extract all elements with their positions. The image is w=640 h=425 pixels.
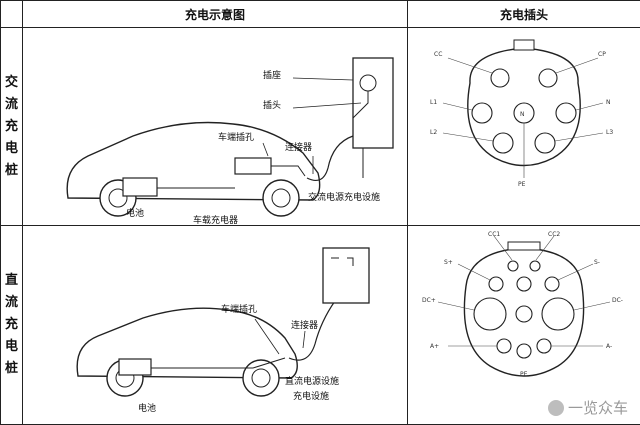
dc-plug-diagram: CC1 CC2 S+ S- DC+ DC- A+ A- PE 一览众车 [408, 226, 640, 425]
svg-text:L2: L2 [430, 129, 437, 136]
svg-text:CC: CC [434, 51, 442, 58]
ac-battery-box [123, 178, 157, 196]
dc-label-supply-2: 充电设施 [293, 390, 329, 402]
svg-text:S+: S+ [444, 259, 453, 266]
svg-text:CC2: CC2 [548, 231, 560, 238]
row-label-dc: 直流充电桩 [1, 226, 23, 425]
ac-label-car-port: 车端插孔 [218, 131, 254, 143]
corner-cell [1, 1, 23, 28]
svg-text:S-: S- [594, 259, 600, 266]
ac-plug-diagram: CC CP L1 N L2 L3 PE N [408, 28, 640, 226]
svg-text:PE: PE [520, 371, 528, 378]
ac-charger-box [235, 158, 271, 174]
svg-text:A+: A+ [430, 343, 439, 350]
ac-label-ac-supply: 交流电源充电设施 [308, 191, 380, 203]
svg-text:L3: L3 [606, 129, 613, 136]
dc-plug-face: CC1 CC2 S+ S- DC+ DC- A+ A- PE [408, 226, 640, 424]
ac-car-sketch: 插座 插头 车端插孔 连接器 电池 车载充电器 交流电源充电设施 [23, 28, 408, 225]
svg-text:A-: A- [606, 343, 612, 350]
ac-label-socket: 插座 [263, 69, 281, 81]
header-plug: 充电插头 [408, 1, 640, 28]
ac-label-connector: 连接器 [285, 141, 312, 153]
row-label-ac: 交流充电桩 [1, 28, 23, 226]
dc-label-car-port: 车端插孔 [221, 303, 257, 315]
svg-text:DC+: DC+ [422, 297, 436, 304]
svg-text:PE: PE [518, 181, 526, 188]
ac-charging-diagram: 插座 插头 车端插孔 连接器 电池 车载充电器 交流电源充电设施 [23, 28, 408, 226]
dc-label-supply-1: 直流电源设施 [285, 375, 339, 387]
svg-text:CP: CP [598, 51, 606, 58]
dc-car-sketch: 车端插孔 连接器 电池 直流电源设施 充电设施 [23, 226, 408, 424]
watermark: 一览众车 [548, 397, 628, 418]
watermark-logo-icon [548, 400, 564, 416]
svg-text:L1: L1 [430, 99, 437, 106]
header-diagram: 充电示意图 [23, 1, 408, 28]
dc-supply-cabinet [323, 248, 369, 303]
svg-text:CC1: CC1 [488, 231, 500, 238]
dc-label-connector: 连接器 [291, 319, 318, 331]
ac-label-plug: 插头 [263, 99, 281, 111]
ac-plug-face: CC CP L1 N L2 L3 PE N [408, 28, 640, 225]
svg-text:N: N [606, 99, 611, 106]
dc-battery-box [119, 359, 151, 375]
svg-text:N: N [520, 111, 525, 118]
svg-text:DC-: DC- [612, 297, 623, 304]
ac-label-battery: 电池 [126, 207, 144, 219]
dc-label-battery: 电池 [138, 402, 156, 414]
ac-label-onboard-charger: 车载充电器 [193, 214, 238, 225]
dc-charging-diagram: 车端插孔 连接器 电池 直流电源设施 充电设施 [23, 226, 408, 425]
